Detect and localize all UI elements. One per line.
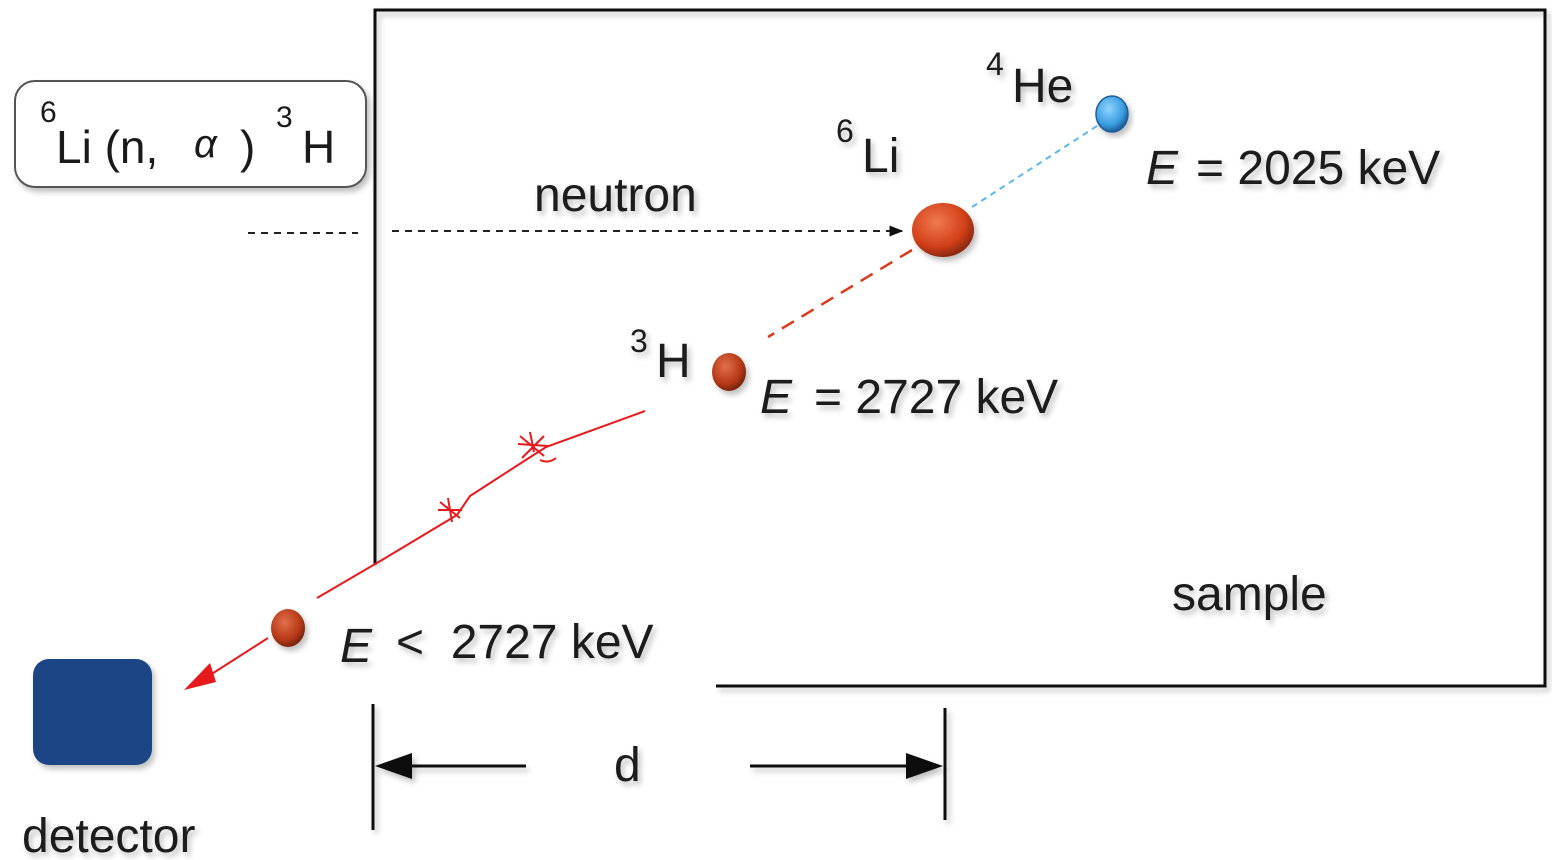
li6-label: 6 Li: [836, 113, 899, 183]
h3-particle: [712, 353, 746, 391]
distance-label: d: [614, 739, 641, 792]
scatter-spark: [438, 497, 462, 523]
reaction-close: ): [240, 121, 255, 173]
sample-frame: [373, 8, 1547, 688]
reaction-h: H: [302, 121, 335, 173]
li6-nucleus: [912, 203, 974, 257]
he4-symbol: He: [1012, 60, 1073, 113]
he4-label: 4 He: [986, 46, 1073, 113]
reaction-box: 6 Li (n, α ) 3 H: [14, 80, 367, 188]
he4-mass: 4: [986, 46, 1004, 82]
h3-energy-var: E: [760, 371, 793, 424]
triton-arrowhead: [184, 663, 216, 690]
reaction-body: Li (n,: [56, 121, 158, 173]
escaped-h3-particle: [271, 609, 305, 647]
h3-symbol: H: [656, 335, 691, 388]
h3-label: 3 H: [630, 323, 691, 388]
h3-energy: E = 2727 keV: [760, 371, 1058, 424]
escaped-energy-value: < 2727 keV: [396, 616, 654, 669]
li6-symbol: Li: [862, 130, 899, 183]
h3-mass: 3: [630, 323, 648, 359]
reaction-h-mass: 3: [276, 101, 293, 134]
reaction-li-mass: 6: [40, 96, 57, 129]
detector-block: [33, 659, 152, 765]
alpha-track: [971, 123, 1101, 208]
escaped-energy-var: E: [340, 620, 373, 673]
triton-escape-track: [195, 410, 646, 685]
scatter-spark: [517, 431, 557, 463]
neutron-path: [248, 225, 904, 237]
neutron-label: neutron: [534, 169, 697, 222]
he4-energy-value: = 2025 keV: [1196, 142, 1440, 195]
distance-dimension: [371, 704, 947, 830]
he4-energy: E = 2025 keV: [1146, 142, 1440, 195]
sample-label: sample: [1172, 568, 1327, 621]
reaction-alpha: α: [194, 122, 218, 166]
he4-particle: [1095, 95, 1129, 133]
he4-energy-var: E: [1146, 142, 1179, 195]
h3-energy-value: = 2727 keV: [814, 371, 1058, 424]
li6-mass: 6: [836, 113, 854, 149]
triton-track-dashed: [767, 248, 913, 339]
detector-label: detector: [22, 810, 195, 860]
escaped-energy: E < 2727 keV: [340, 616, 654, 673]
